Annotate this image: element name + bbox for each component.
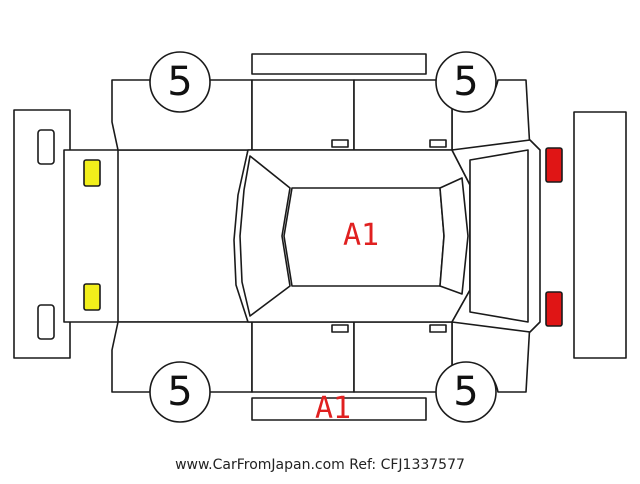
wheel-front-right <box>149 361 211 423</box>
door-handle <box>429 324 447 333</box>
wheel-front-left <box>149 51 211 113</box>
door-front-left <box>251 79 355 151</box>
sill-damage-code: A1 <box>315 391 352 426</box>
front-bumper <box>13 109 71 359</box>
door-handle <box>331 324 349 333</box>
wheel-rear-left <box>435 51 497 113</box>
bottom-side-sill <box>251 397 427 421</box>
door-handle <box>331 139 349 148</box>
wheel-front-left-rating: 5 <box>167 59 193 105</box>
roof-damage-code: A1 <box>343 218 380 253</box>
rear-lamp-bottom <box>545 291 563 327</box>
watermark-text: www.CarFromJapan.com Ref: CFJ1337577 <box>175 457 465 473</box>
front-bumper-slot-top <box>37 129 55 165</box>
front-lamp-top <box>83 159 101 187</box>
wheel-rear-right <box>435 361 497 423</box>
windshield <box>239 155 291 317</box>
rear-lamp-top <box>545 147 563 183</box>
rear-bumper <box>573 111 627 359</box>
wheel-rear-left-rating: 5 <box>453 59 479 105</box>
wheel-rear-right-rating: 5 <box>453 369 479 415</box>
rear-window <box>439 177 469 295</box>
front-lamp-bottom <box>83 283 101 311</box>
top-side-sill <box>251 53 427 75</box>
door-handle <box>429 139 447 148</box>
wheel-front-right-rating: 5 <box>167 369 193 415</box>
front-bumper-slot-bottom <box>37 304 55 340</box>
trunk-lid <box>469 149 529 323</box>
